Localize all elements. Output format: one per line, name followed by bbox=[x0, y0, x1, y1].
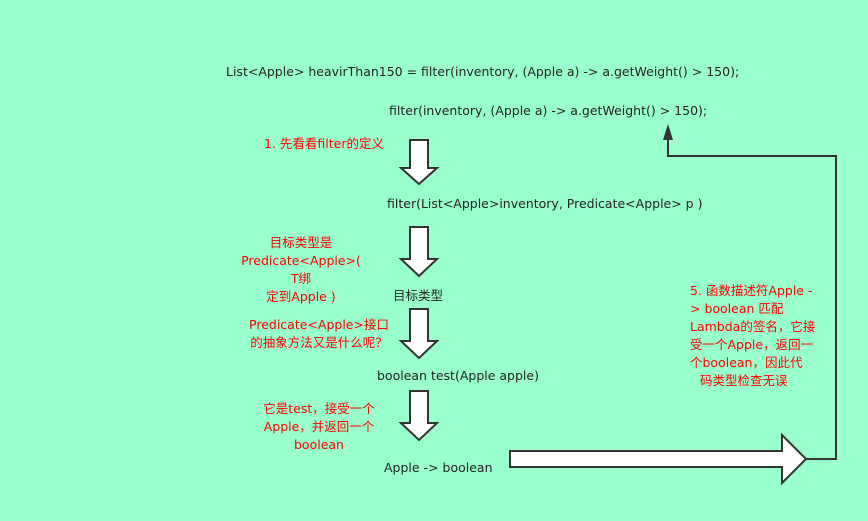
connector-line bbox=[667, 138, 837, 460]
down-arrow-2 bbox=[398, 226, 440, 278]
step3-annotation: Predicate<Apple>接口 的抽象方法又是什么呢？ bbox=[244, 316, 394, 352]
right-arrow bbox=[509, 432, 808, 486]
step4-annotation: 它是test，接受一个 Apple，并返回一个 boolean bbox=[254, 400, 384, 454]
target-type-text: 目标类型 bbox=[393, 288, 444, 303]
step4-line: boolean bbox=[294, 437, 344, 452]
step5-line: 码类型检查无误 bbox=[700, 373, 788, 388]
step1-annotation: 1. 先看看filter的定义 bbox=[264, 136, 384, 151]
step5-line: 个boolean，因此代 bbox=[690, 355, 803, 370]
step2-line: 定到Apple ) bbox=[266, 289, 336, 304]
down-arrow-3 bbox=[398, 308, 440, 360]
step5-line: Lambda的签名，它接 bbox=[690, 319, 816, 334]
signature-text: filter(List<Apple>inventory, Predicate<A… bbox=[387, 196, 703, 211]
step5-line: 受一个Apple，返回一 bbox=[690, 337, 814, 352]
step2-annotation: 目标类型是 Predicate<Apple>( T绑 定到Apple ) bbox=[236, 234, 366, 306]
step4-line: Apple，并返回一个 bbox=[263, 419, 375, 434]
step3-line: 的抽象方法又是什么呢？ bbox=[250, 335, 388, 350]
lambda-sig-text: Apple -> boolean bbox=[384, 460, 493, 475]
down-arrow-1 bbox=[398, 139, 440, 186]
step3-line: Predicate<Apple>接口 bbox=[249, 317, 389, 332]
statement-text: List<Apple> heavirThan150 = filter(inven… bbox=[226, 64, 740, 79]
call-text: filter(inventory, (Apple a) -> a.getWeig… bbox=[389, 103, 708, 118]
down-arrow-4 bbox=[398, 390, 440, 442]
step4-line: 它是test，接受一个 bbox=[263, 401, 375, 416]
connector-arrowhead bbox=[663, 124, 673, 140]
step5-annotation: 5. 函数描述符Apple - > boolean 匹配 Lambda的签名，它… bbox=[690, 282, 822, 390]
method-text: boolean test(Apple apple) bbox=[377, 368, 539, 383]
step5-line: 5. 函数描述符Apple - bbox=[690, 283, 813, 298]
step2-line: Predicate<Apple>( T绑 bbox=[241, 253, 361, 286]
step5-line: > boolean 匹配 bbox=[690, 301, 784, 316]
step2-line: 目标类型是 bbox=[269, 235, 333, 250]
